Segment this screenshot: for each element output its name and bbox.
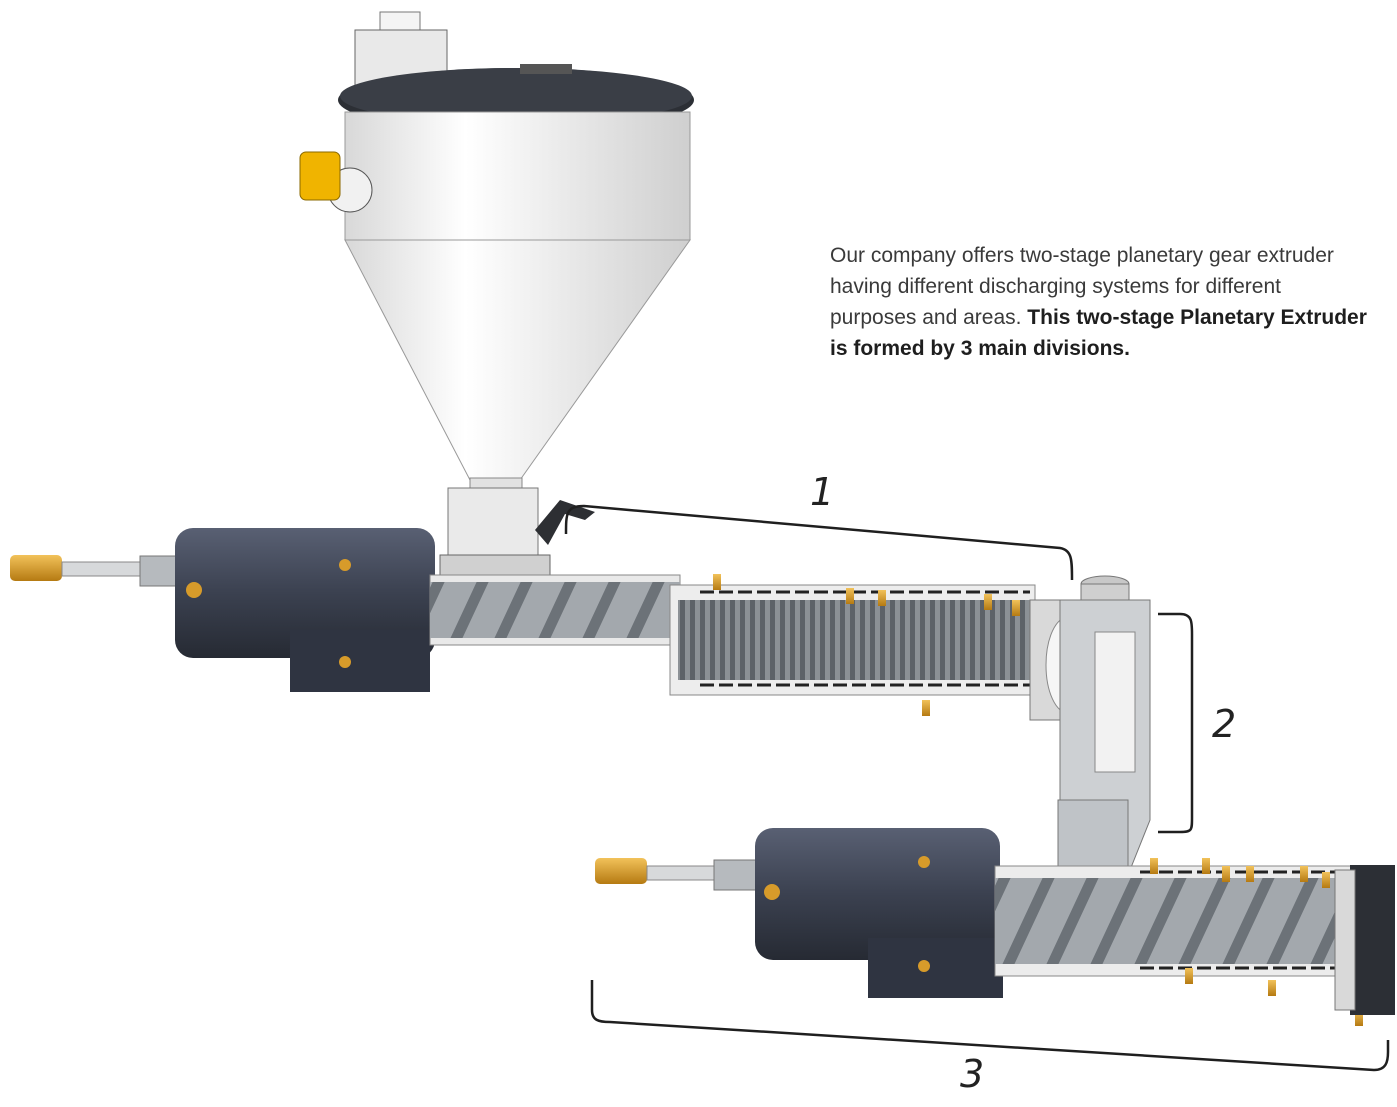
hopper-vibrator: [299, 151, 373, 213]
transfer-column: [1057, 575, 1151, 881]
bracket-2: [1158, 612, 1194, 834]
upper-rear-fitting: [10, 555, 62, 581]
lower-extruder: [595, 828, 1395, 1026]
intro-line-1: Our company offers two-stage planetary g…: [830, 244, 1334, 267]
upper-motor: [175, 528, 435, 658]
intro-line-2: having different discharging systems for…: [830, 275, 1281, 298]
intro-line-3-bold: This two-stage Planetary Extruder: [1027, 306, 1367, 329]
lower-rear-fitting: [595, 858, 647, 884]
division-label-3: 3: [960, 1052, 985, 1096]
upper-feed-screw: [430, 582, 680, 638]
hopper: [299, 11, 694, 586]
die-head: [1350, 865, 1395, 1015]
lower-screw: [995, 878, 1335, 964]
intro-text: Our company offers two-stage planetary g…: [830, 240, 1397, 364]
bracket-1: [564, 504, 1074, 581]
intro-line-3: purposes and areas. This two-stage Plane…: [830, 302, 1397, 333]
intro-line-3-regular: purposes and areas.: [830, 306, 1028, 329]
division-label-1: 1: [810, 470, 835, 514]
hopper-lid-handle: [520, 64, 572, 74]
bracket-3: [590, 980, 1390, 1072]
upper-planetary-spindles: [678, 600, 1038, 680]
upper-extruder: [10, 528, 1091, 721]
intro-line-4: is formed by 3 main divisions.: [830, 333, 1397, 364]
intro-line-4-bold: is formed by 3 main divisions.: [830, 337, 1130, 360]
hopper-crank: [535, 500, 595, 545]
lower-motor: [755, 828, 1000, 960]
division-label-2: 2: [1212, 702, 1237, 746]
